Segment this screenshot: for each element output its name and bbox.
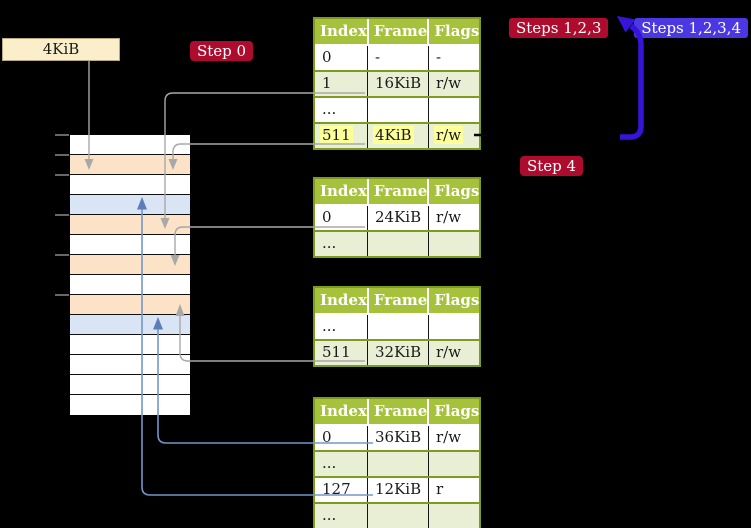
table-cell: ... bbox=[322, 506, 337, 524]
table-cell: r bbox=[428, 478, 479, 502]
table-cell bbox=[428, 98, 479, 122]
memory-row-white bbox=[70, 235, 190, 255]
table-cell: ... bbox=[322, 454, 337, 472]
table-cell bbox=[367, 98, 428, 122]
table-cell: 0 bbox=[322, 48, 332, 66]
table-cell bbox=[428, 452, 479, 476]
column-header: Flags bbox=[427, 19, 479, 44]
table-cell bbox=[367, 315, 428, 339]
table-cell: 127 bbox=[322, 480, 351, 498]
table-cell: r/w bbox=[428, 124, 479, 148]
memory-row-white bbox=[70, 175, 190, 195]
table-cell bbox=[428, 504, 479, 528]
table-cell: 12KiB bbox=[367, 478, 428, 502]
table-cell bbox=[367, 452, 428, 476]
column-header: Index bbox=[320, 402, 367, 420]
table-cell: 0 bbox=[322, 428, 332, 446]
memory-row-blue bbox=[70, 315, 190, 335]
table-cell: ... bbox=[322, 100, 337, 118]
memory-row-white bbox=[70, 395, 190, 415]
table-cell bbox=[428, 232, 479, 256]
table-cell: ... bbox=[322, 234, 337, 252]
table-cell: r/w bbox=[428, 426, 479, 450]
memory-row-orange bbox=[70, 155, 190, 175]
column-header: Frame bbox=[366, 19, 427, 44]
table-row: ... bbox=[315, 502, 479, 528]
memory-tick-marks bbox=[55, 134, 69, 296]
steps1234-badge: Steps 1,2,3,4 bbox=[634, 18, 748, 38]
column-header: Index bbox=[320, 182, 367, 200]
column-header: Index bbox=[320, 291, 367, 309]
table-cell: 1 bbox=[322, 74, 332, 92]
memory-row-orange bbox=[70, 255, 190, 275]
table-cell: r/w bbox=[428, 341, 479, 365]
table-cell: ... bbox=[322, 317, 337, 335]
memory-row-white bbox=[70, 355, 190, 375]
table-cell: 511 bbox=[320, 126, 353, 144]
memory-row-blue bbox=[70, 195, 190, 215]
table-cell: r/w bbox=[428, 72, 479, 96]
column-header: Frame bbox=[366, 288, 427, 313]
memory-row-white bbox=[70, 375, 190, 395]
table-cell bbox=[367, 504, 428, 528]
table-row: ... bbox=[315, 96, 479, 122]
step4-badge: Step 4 bbox=[520, 156, 584, 176]
step0-badge: Step 0 bbox=[190, 41, 254, 61]
table-cell: 24KiB bbox=[367, 206, 428, 230]
table-cell: r/w bbox=[428, 206, 479, 230]
memory-row-orange bbox=[70, 295, 190, 315]
table-row: ... bbox=[315, 230, 479, 256]
table-cell bbox=[428, 315, 479, 339]
table-cell: 511 bbox=[322, 343, 351, 361]
column-header: Frame bbox=[366, 179, 427, 204]
table-cell: 0 bbox=[322, 208, 332, 226]
table-cell: 4KiB bbox=[367, 124, 428, 148]
memory-row-white bbox=[70, 275, 190, 295]
column-header: Frame bbox=[366, 399, 427, 424]
table-cell: - bbox=[367, 46, 428, 70]
table-cell: - bbox=[428, 46, 479, 70]
table-row: 0 -- bbox=[315, 46, 479, 70]
table-cell: 16KiB bbox=[367, 72, 428, 96]
memory-row-white bbox=[70, 335, 190, 355]
column-header: Flags bbox=[427, 399, 479, 424]
memory-row-orange bbox=[70, 215, 190, 235]
table-cell bbox=[367, 232, 428, 256]
table-row: ... bbox=[315, 450, 479, 476]
table-row: ... bbox=[315, 315, 479, 339]
frame-size-label: 4KiB bbox=[2, 38, 120, 61]
column-header: Flags bbox=[427, 288, 479, 313]
physical-memory-column bbox=[70, 135, 190, 415]
column-header: Flags bbox=[427, 179, 479, 204]
steps123-badge: Steps 1,2,3 bbox=[509, 18, 609, 38]
memory-row-white bbox=[70, 135, 190, 155]
column-header: Index bbox=[320, 22, 367, 40]
table-cell: 32KiB bbox=[367, 341, 428, 365]
table-cell: 36KiB bbox=[367, 426, 428, 450]
